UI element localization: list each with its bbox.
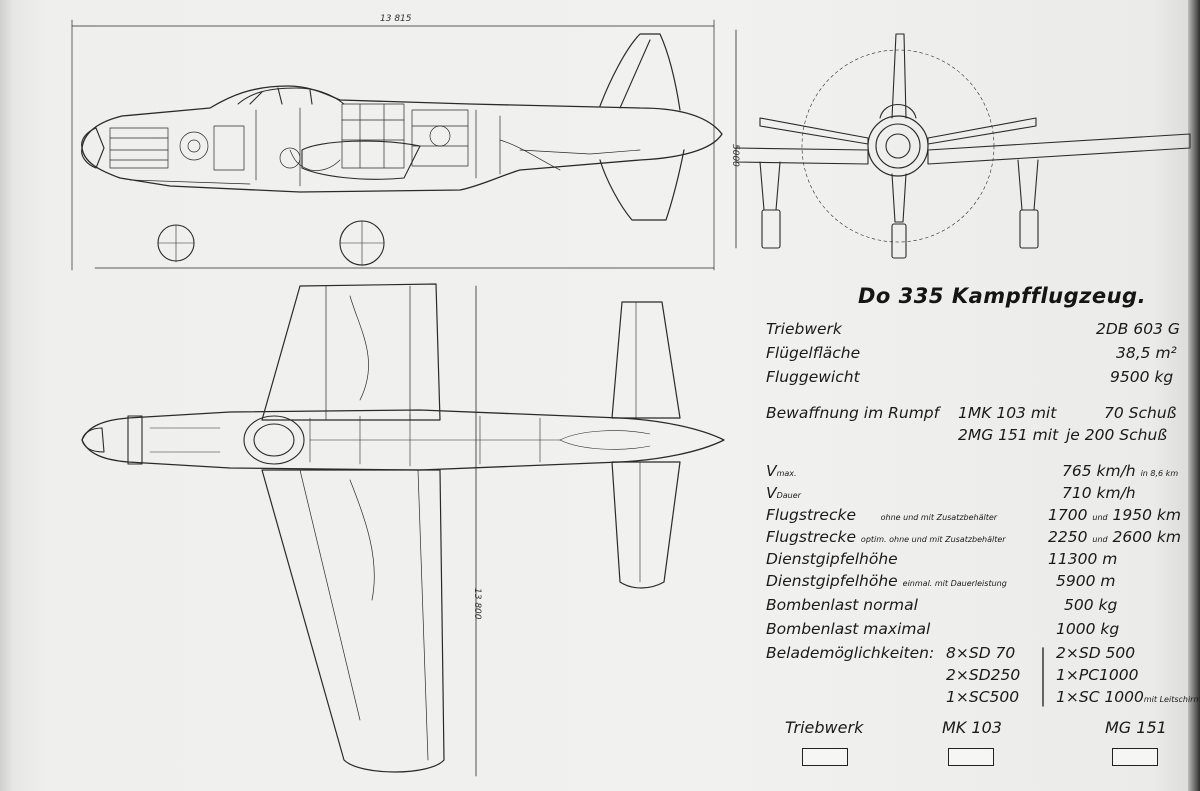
legend-label-mk103: MK 103 [942, 718, 1002, 737]
spec-value: 765 km/h in 8,6 km [1062, 462, 1179, 480]
spec-row-belade-2: 2×SD250 1×PC1000 [766, 666, 1186, 688]
spec-value: 38,5 m² [1116, 344, 1177, 362]
spec-label: Flugstrecke ohne und mit Zusatzbehälter [766, 506, 998, 524]
spec-value: 9500 kg [1110, 368, 1174, 386]
spec-label: Dienstgipfelhöhe einmal. mit Dauerleistu… [766, 572, 1007, 590]
spec-gun: 1MK 103 mit [958, 404, 1057, 422]
spec-value: 5900 m [1056, 572, 1116, 590]
spec-belade-right: 1×SC 1000mit Leitschirm [1056, 688, 1200, 706]
spec-row-flaeche: Flügelfläche 38,5 m² [766, 344, 1186, 366]
spec-row-bewaffnung-1: Bewaffnung im Rumpf 1MK 103 mit 70 Schuß [766, 404, 1186, 426]
page-title: Do 335 Kampfflugzeug. [858, 284, 1147, 308]
spec-row-bomb-normal: Bombenlast normal 500 kg [766, 596, 1186, 618]
spec-label: Triebwerk [766, 320, 842, 338]
spec-value: 2DB 603 G [1096, 320, 1180, 338]
spec-ammo: 70 Schuß [1104, 404, 1177, 422]
spec-label: Bewaffnung im Rumpf [766, 404, 940, 422]
spec-belade-right: 1×PC1000 [1056, 666, 1139, 684]
spec-belade-left: 8×SD 70 [946, 644, 1016, 662]
page-edge-left [0, 0, 14, 791]
top-view [81, 283, 725, 777]
spec-belade-left: 1×SC500 [946, 688, 1020, 706]
spec-row-belade-1: Belademöglichkeiten: 8×SD 70 2×SD 500 [766, 644, 1186, 666]
spec-label: Dienstgipfelhöhe [766, 550, 898, 568]
spec-value: 500 kg [1064, 596, 1118, 614]
spec-value: 1700 und 1950 km [1048, 506, 1181, 524]
spec-value: 710 km/h [1062, 484, 1136, 502]
spec-label: Bombenlast maximal [766, 620, 931, 638]
spec-label: Vmax. [766, 462, 797, 480]
spec-row-strecke-2: Flugstrecke optim. ohne und mit Zusatzbe… [766, 528, 1186, 550]
spec-value: 11300 m [1048, 550, 1118, 568]
spec-row-strecke-1: Flugstrecke ohne und mit Zusatzbehälter … [766, 506, 1186, 528]
spec-value: 1000 kg [1056, 620, 1120, 638]
spec-row-vdauer: VDauer 710 km/h [766, 484, 1186, 506]
spec-label: Flugstrecke optim. ohne und mit Zusatzbe… [766, 528, 1006, 546]
spec-row-bomb-max: Bombenlast maximal 1000 kg [766, 620, 1186, 642]
spec-belade-right: 2×SD 500 [1056, 644, 1136, 662]
spec-row-triebwerk: Triebwerk 2DB 603 G [766, 320, 1186, 342]
spec-label: Bombenlast normal [766, 596, 918, 614]
side-view [71, 19, 737, 271]
spec-row-gipfel-2: Dienstgipfelhöhe einmal. mit Dauerleistu… [766, 572, 1186, 594]
dimension-height-label: 5000 [730, 144, 740, 167]
spec-row-vmax: Vmax. 765 km/h in 8,6 km [766, 462, 1186, 484]
legend-label-triebwerk: Triebwerk [785, 718, 864, 737]
front-view [735, 33, 1191, 259]
spec-gun: 2MG 151 mit [958, 426, 1059, 444]
spec-label: Flügelfläche [766, 344, 861, 362]
spec-row-bewaffnung-2: 2MG 151 mit je 200 Schuß [766, 426, 1186, 448]
spec-label: Belademöglichkeiten: [766, 644, 935, 662]
spec-label: Fluggewicht [766, 368, 860, 386]
legend-label-mg151: MG 151 [1105, 718, 1167, 737]
page-edge-right [1188, 0, 1200, 791]
spec-label: VDauer [766, 484, 801, 502]
legend-swatch-mg151 [1112, 748, 1158, 766]
spec-belade-left: 2×SD250 [946, 666, 1021, 684]
spec-ammo: je 200 Schuß [1066, 426, 1168, 444]
spec-row-gipfel: Dienstgipfelhöhe 11300 m [766, 550, 1186, 572]
spec-row-belade-3: 1×SC500 1×SC 1000mit Leitschirm [766, 688, 1200, 710]
dimension-span-label: 13 800 [472, 588, 482, 620]
dimension-length-label: 13 815 [380, 14, 412, 24]
legend-swatch-mk103 [948, 748, 994, 766]
spec-value: 2250 und 2600 km [1048, 528, 1181, 546]
spec-row-gewicht: Fluggewicht 9500 kg [766, 368, 1186, 390]
legend-swatch-triebwerk [802, 748, 848, 766]
